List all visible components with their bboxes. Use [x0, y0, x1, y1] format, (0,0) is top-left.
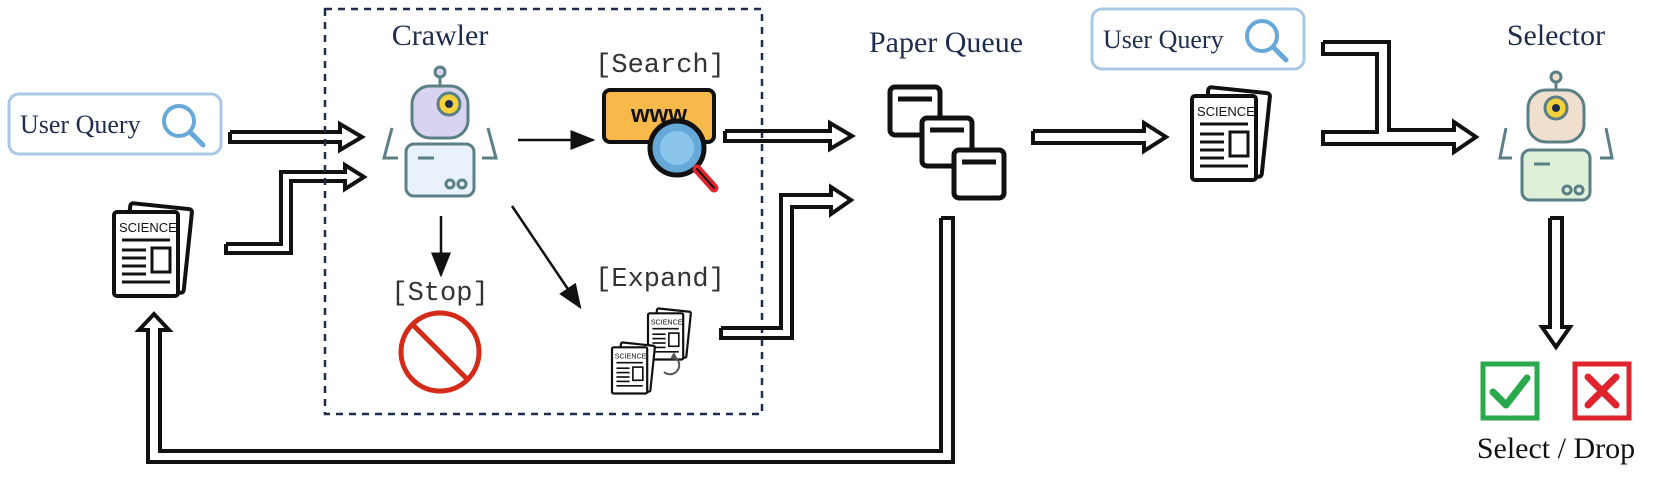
crawler-module-boundary — [323, 7, 764, 416]
newspaper-icon-seed: SCIENCE — [112, 200, 195, 298]
expand-to-queue-arrow — [719, 183, 855, 340]
search-to-queue-arrow — [723, 119, 856, 153]
query-to-crawler-arrow — [228, 120, 366, 154]
search-icon — [1245, 19, 1289, 63]
user-query-label-left: User Query — [20, 110, 141, 139]
expand-action-label: [Expand] — [595, 265, 725, 295]
svg-text:SCIENCE: SCIENCE — [615, 352, 647, 360]
user-query-label-right: User Query — [1103, 25, 1224, 54]
crawler-to-expand-arrow — [510, 205, 582, 310]
selector-title: Selector — [1507, 19, 1605, 52]
paper-queue-icon — [887, 84, 1007, 201]
paper-queue-title: Paper Queue — [869, 26, 1023, 59]
stop-icon — [398, 310, 482, 394]
svg-text:SCIENCE: SCIENCE — [651, 318, 683, 326]
crawler-robot-icon — [382, 65, 498, 198]
search-icon — [162, 104, 206, 148]
user-query-box-right: User Query — [1090, 7, 1306, 71]
crawler-title: Crawler — [392, 19, 489, 52]
select-drop-label: Select / Drop — [1477, 432, 1635, 465]
cross-icon — [1572, 361, 1632, 421]
newspaper-icon-candidate: SCIENCE — [1190, 84, 1273, 182]
search-action-label: [Search] — [595, 51, 725, 81]
paper-to-crawler-arrow — [224, 161, 368, 255]
inputs-to-selector-arrow — [1321, 40, 1480, 156]
www-search-icon: www — [602, 88, 719, 193]
user-query-box-left: User Query — [7, 92, 223, 156]
queue-feedback-loop-arrow — [134, 216, 955, 464]
svg-text:SCIENCE: SCIENCE — [1197, 104, 1255, 119]
check-icon — [1480, 361, 1540, 421]
stop-action-label: [Stop] — [391, 279, 488, 309]
expand-newspapers-icon: SCIENCE SCIENCE — [610, 307, 693, 395]
svg-text:SCIENCE: SCIENCE — [119, 220, 177, 235]
queue-to-selector-input-arrow — [1031, 119, 1170, 155]
selector-robot-icon — [1498, 70, 1614, 202]
selector-to-decision-arrow — [1538, 216, 1574, 351]
